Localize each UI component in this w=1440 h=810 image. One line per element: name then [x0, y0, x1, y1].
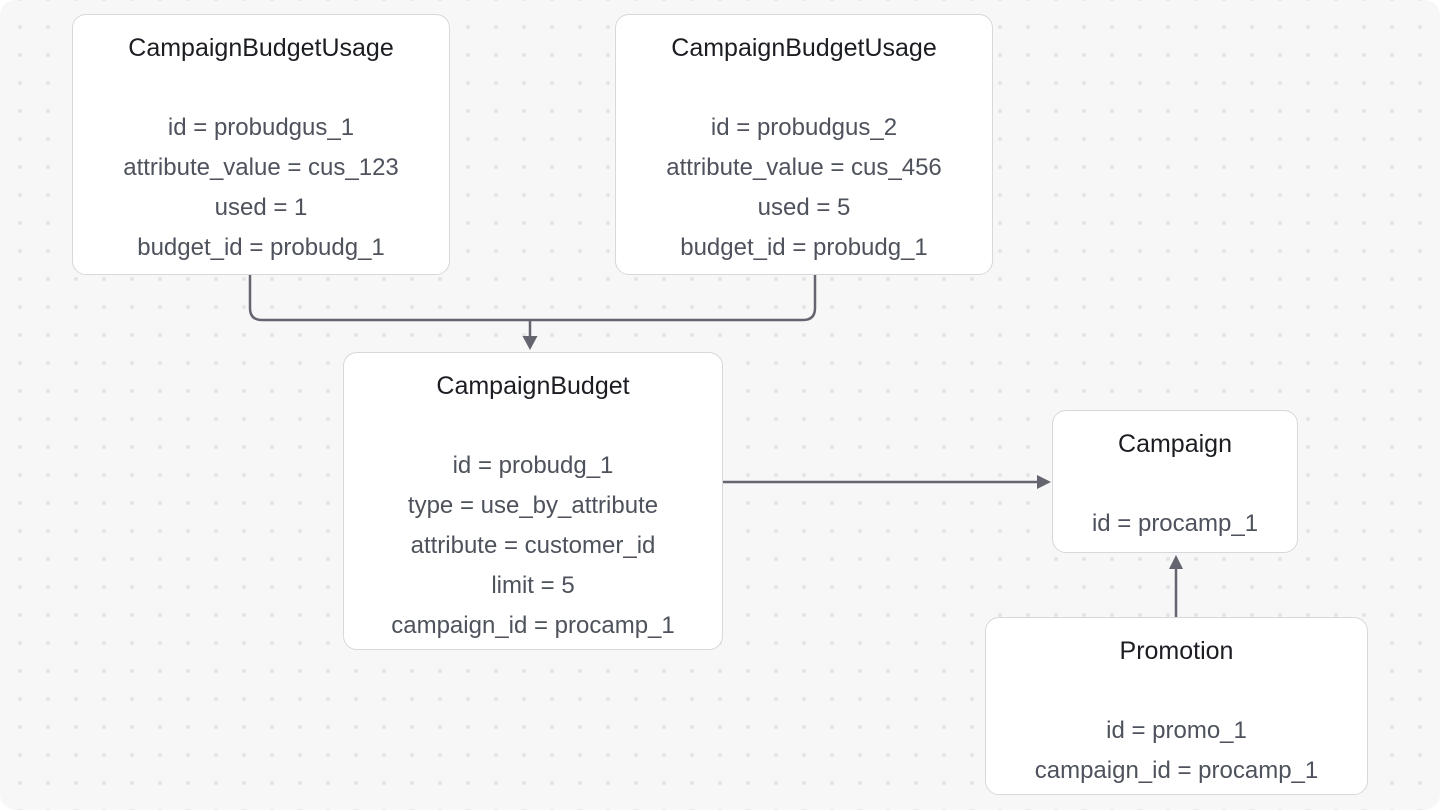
edge-usages-to-budget-arrowhead — [522, 336, 538, 350]
edge-budget-to-campaign-arrowhead — [1037, 475, 1051, 489]
node-campaign-budget[interactable]: CampaignBudget id = probudg_1 type = use… — [343, 352, 723, 650]
node-spacer — [1053, 464, 1297, 504]
edge-usages-to-budget — [248, 275, 817, 322]
node-attr-id: id = probudg_1 — [452, 452, 614, 479]
node-attr-type: type = use_by_attribute — [407, 492, 659, 519]
node-attr-attribute: attribute = customer_id — [410, 532, 656, 559]
node-title: CampaignBudgetUsage — [671, 34, 937, 62]
node-title: CampaignBudget — [436, 372, 630, 400]
node-attr-campaign-id: campaign_id = procamp_1 — [1034, 757, 1319, 784]
node-attr-id: id = procamp_1 — [1091, 510, 1259, 537]
node-promotion[interactable]: Promotion id = promo_1 campaign_id = pro… — [985, 617, 1368, 795]
node-attr-used: used = 1 — [214, 194, 308, 221]
node-attr-used: used = 5 — [757, 194, 851, 221]
node-attr-attribute-value: attribute_value = cus_123 — [123, 154, 399, 181]
node-title: Promotion — [1119, 637, 1234, 665]
node-title: Campaign — [1118, 430, 1232, 458]
node-spacer — [344, 406, 722, 446]
node-title: CampaignBudgetUsage — [128, 34, 394, 62]
node-spacer — [986, 671, 1367, 711]
node-campaign[interactable]: Campaign id = procamp_1 — [1052, 410, 1298, 553]
node-attr-budget-id: budget_id = probudg_1 — [680, 234, 928, 261]
node-attr-attribute-value: attribute_value = cus_456 — [666, 154, 942, 181]
node-attr-budget-id: budget_id = probudg_1 — [137, 234, 385, 261]
node-attr-campaign-id: campaign_id = procamp_1 — [391, 612, 675, 639]
edge-promotion-to-campaign-arrowhead — [1169, 555, 1183, 569]
node-campaign-budget-usage-2[interactable]: CampaignBudgetUsage id = probudgus_2 att… — [615, 14, 993, 275]
node-attr-id: id = probudgus_2 — [710, 114, 898, 141]
node-attr-id: id = probudgus_1 — [167, 114, 355, 141]
node-attr-limit: limit = 5 — [491, 572, 575, 599]
node-attr-id: id = promo_1 — [1106, 717, 1247, 744]
node-spacer — [73, 68, 449, 108]
node-spacer — [616, 68, 992, 108]
node-campaign-budget-usage-1[interactable]: CampaignBudgetUsage id = probudgus_1 att… — [72, 14, 450, 275]
